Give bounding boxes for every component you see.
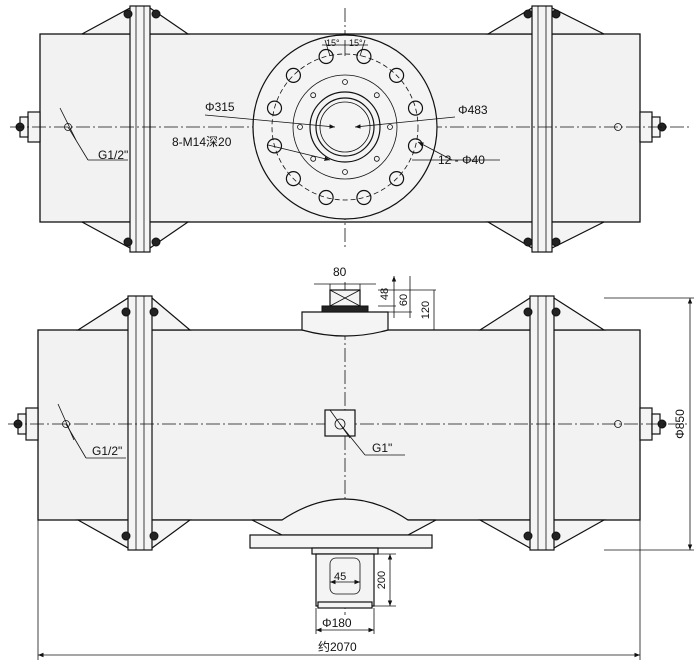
flange-tapped-holes xyxy=(297,79,393,175)
flange-bolt-hole xyxy=(389,171,405,187)
flange-bolt-holes xyxy=(266,48,424,206)
flange-bolt-hole xyxy=(266,100,283,116)
tapped-holes-label: 8-M14深20 xyxy=(172,135,232,149)
flange-tapped-hole xyxy=(387,124,393,130)
top-view: G1/2" Φ315 Φ483 8-M14深20 12 - Φ40 15° 15… xyxy=(10,5,690,253)
flange-bolt-hole xyxy=(356,189,372,206)
flange-tapped-hole xyxy=(297,124,303,130)
flange-bolt-hole xyxy=(285,67,301,84)
dim-48: 48 xyxy=(379,288,391,300)
angle-label-left: 15° xyxy=(326,38,340,48)
front-left-port-label: G1/2" xyxy=(92,444,122,458)
flange-bolt-hole xyxy=(318,48,334,65)
bolt-holes-label: 12 - Φ40 xyxy=(438,153,485,167)
top-left-bracket xyxy=(81,5,190,253)
top-port xyxy=(301,289,389,337)
flange-tapped-hole xyxy=(310,92,317,99)
front-left-bracket xyxy=(75,295,192,551)
dim-top-port-width: 80 xyxy=(333,265,347,279)
flange-bolt-hole xyxy=(389,67,405,84)
center-port xyxy=(324,409,356,437)
dim-height: Φ850 xyxy=(673,409,687,439)
flange-bolt-hole xyxy=(407,100,424,116)
dim-shaft-diameter: Φ180 xyxy=(322,616,352,630)
bottom-support xyxy=(249,498,437,609)
top-flange xyxy=(252,34,438,220)
flange-tapped-hole xyxy=(342,79,348,85)
dim-120: 120 xyxy=(420,301,432,319)
flange-tapped-hole xyxy=(373,155,380,162)
flange-tapped-hole xyxy=(342,169,348,175)
dim-45: 45 xyxy=(334,571,346,583)
flange-diameter-label: Φ483 xyxy=(458,103,488,117)
flange-bolt-hole xyxy=(285,171,301,187)
dim-60: 60 xyxy=(398,294,410,306)
flange-tapped-hole xyxy=(373,92,380,99)
top-port-label: G1/2" xyxy=(98,148,128,162)
pcd-label: Φ315 xyxy=(205,100,235,114)
top-right-bracket xyxy=(485,5,605,253)
front-view: 80 48 60 120 Φ850 45 200 Φ180 约2 xyxy=(8,265,694,660)
angle-label-right: 15° xyxy=(349,38,363,48)
dim-overall-length: 约2070 xyxy=(318,639,357,654)
front-center-port-label: G1" xyxy=(372,441,392,455)
flange-bolt-hole xyxy=(356,48,372,65)
front-right-bracket xyxy=(477,295,607,551)
flange-bolt-hole xyxy=(318,189,334,206)
flange-bolt-hole xyxy=(266,138,283,154)
dim-200: 200 xyxy=(376,571,388,589)
